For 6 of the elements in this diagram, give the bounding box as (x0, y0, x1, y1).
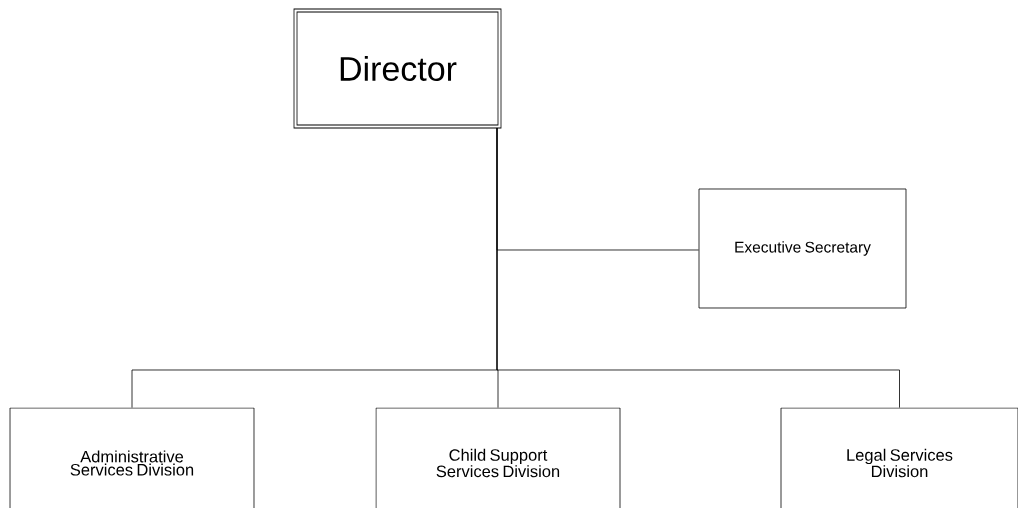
org-box: Child Support Services Division (375, 407, 621, 508)
org-box: Administrative Services Division (9, 407, 255, 508)
title-box: Director (293, 8, 502, 129)
connector-line (496, 127, 900, 408)
org-box: Executive Secretary (698, 188, 907, 309)
org-box: Legal Services Division (780, 407, 1018, 508)
